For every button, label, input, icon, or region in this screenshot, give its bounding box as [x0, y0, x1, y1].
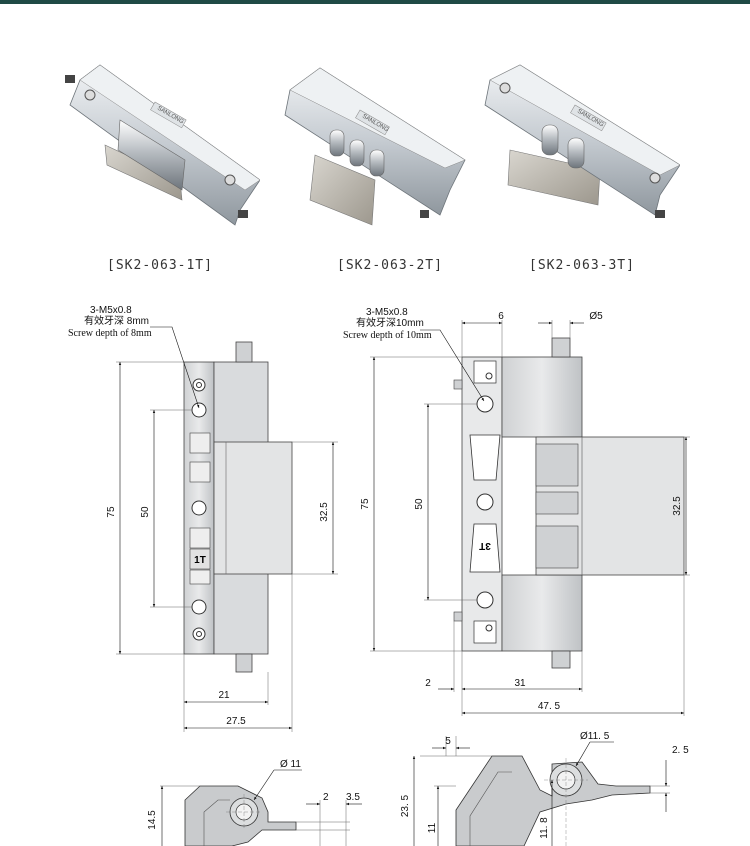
- dim-width-a: 21: [218, 690, 230, 701]
- dim-pin-dia: Ø5: [589, 311, 603, 322]
- thread-note: 3-M5x0.8: [366, 307, 408, 318]
- part-mark-3t: 3T: [479, 540, 491, 551]
- header-bar: [0, 0, 750, 4]
- dim-leaf: 32.5: [319, 502, 330, 522]
- dim-thick: 2. 5: [672, 745, 689, 756]
- section-right-view: 5 Ø11. 5 2. 5 23. 5 11 11. 8: [400, 731, 689, 846]
- depth-note-en: Screw depth of 10mm: [343, 330, 432, 341]
- dim-offset: 2: [425, 678, 431, 689]
- hinge-photo-3t: SANLONG: [484, 64, 680, 218]
- dim-leaf: 32.5: [672, 496, 683, 516]
- drawing-left-front-view: 1T 75 50 32.5 21 27.5 3-M5x0.8 有效牙深 8mm …: [68, 305, 338, 732]
- drawing-right-front-view: 3T 6 Ø5 75 50 32.5 2: [343, 307, 690, 716]
- dim-width-a: 31: [514, 678, 526, 689]
- depth-note-cn: 有效牙深 8mm: [84, 314, 149, 327]
- product-code-2t: [SK2-063-2T]: [337, 258, 443, 273]
- depth-note-cn: 有效牙深10mm: [356, 316, 424, 329]
- depth-note-en: Screw depth of 8mm: [68, 328, 152, 339]
- dim-top-a: 6: [498, 311, 504, 322]
- dim-pitch: 50: [140, 506, 151, 518]
- dim-thick: 3.5: [346, 792, 360, 803]
- thread-note: 3-M5x0.8: [90, 305, 132, 316]
- dim-dia: Ø11. 5: [580, 731, 610, 742]
- hinge-photo-1t: SANLONG: [65, 64, 260, 226]
- dim-height: 14.5: [147, 810, 158, 830]
- hinge-photo-2t: SANLONG: [284, 67, 466, 226]
- dim-top: 5: [445, 736, 451, 747]
- product-code-1t: [SK2-063-1T]: [107, 258, 213, 273]
- dim-center: 11. 8: [539, 817, 550, 839]
- dim-width-b: 47. 5: [538, 701, 561, 712]
- dim-height: 23. 5: [400, 794, 411, 817]
- section-left-view: 14.5 Ø 11 2 3.5: [147, 759, 362, 846]
- dim-width-b: 27.5: [226, 716, 246, 727]
- part-mark-1t: 1T: [194, 555, 206, 566]
- dim-height: 75: [360, 498, 371, 510]
- product-code-3t: [SK2-063-3T]: [529, 258, 635, 273]
- dim-gap: 2: [323, 792, 329, 803]
- dim-pitch: 50: [414, 498, 425, 510]
- dim-height: 75: [106, 506, 117, 518]
- dim-base: 11: [427, 822, 438, 833]
- dim-dia: Ø 11: [280, 759, 301, 770]
